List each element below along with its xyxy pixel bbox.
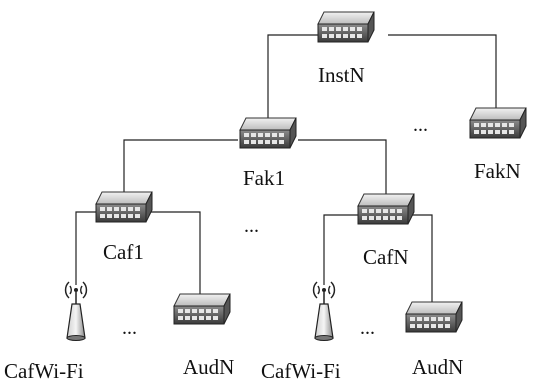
wifi-left-access-point-icon[interactable] xyxy=(64,281,88,342)
cafn-label: CafN xyxy=(363,245,409,269)
caf1-switch-icon[interactable] xyxy=(95,191,153,223)
aud-left-label: AudN xyxy=(183,355,234,379)
fak1-switch-icon[interactable] xyxy=(239,117,297,149)
link-fak1-caf1 xyxy=(123,139,238,195)
instn-label: InstN xyxy=(318,63,365,87)
link-cafn-aud-right xyxy=(412,214,433,303)
wifi-left-label: CafWi-Fi xyxy=(4,359,84,383)
link-instn-fakn xyxy=(388,34,497,110)
fakn-label: FakN xyxy=(474,159,521,183)
aud-left-switch-icon[interactable] xyxy=(173,293,231,325)
aud-right-label: AudN xyxy=(412,355,463,379)
wifi-right-label: CafWi-Fi xyxy=(261,359,341,383)
fakn-switch-icon[interactable] xyxy=(469,107,527,139)
link-caf1-wifi-left xyxy=(75,211,98,285)
cafedras-ellipsis: ... xyxy=(244,215,259,237)
instn-switch-icon[interactable] xyxy=(317,11,375,43)
link-fak1-cafn xyxy=(298,139,387,195)
caf1-label: Caf1 xyxy=(103,240,144,264)
aud-right-switch-icon[interactable] xyxy=(405,301,463,333)
right-leaf-ellipsis: ... xyxy=(360,317,375,339)
cafn-switch-icon[interactable] xyxy=(357,193,415,225)
wifi-right-access-point-icon[interactable] xyxy=(312,281,336,342)
link-cafn-wifi-right xyxy=(323,214,360,285)
link-instn-fak1 xyxy=(267,34,320,120)
left-leaf-ellipsis: ... xyxy=(122,317,137,339)
faculties-ellipsis: ... xyxy=(413,114,428,136)
connection-lines xyxy=(75,34,497,303)
link-caf1-aud-left xyxy=(150,211,201,295)
fak1-label: Fak1 xyxy=(243,166,285,190)
